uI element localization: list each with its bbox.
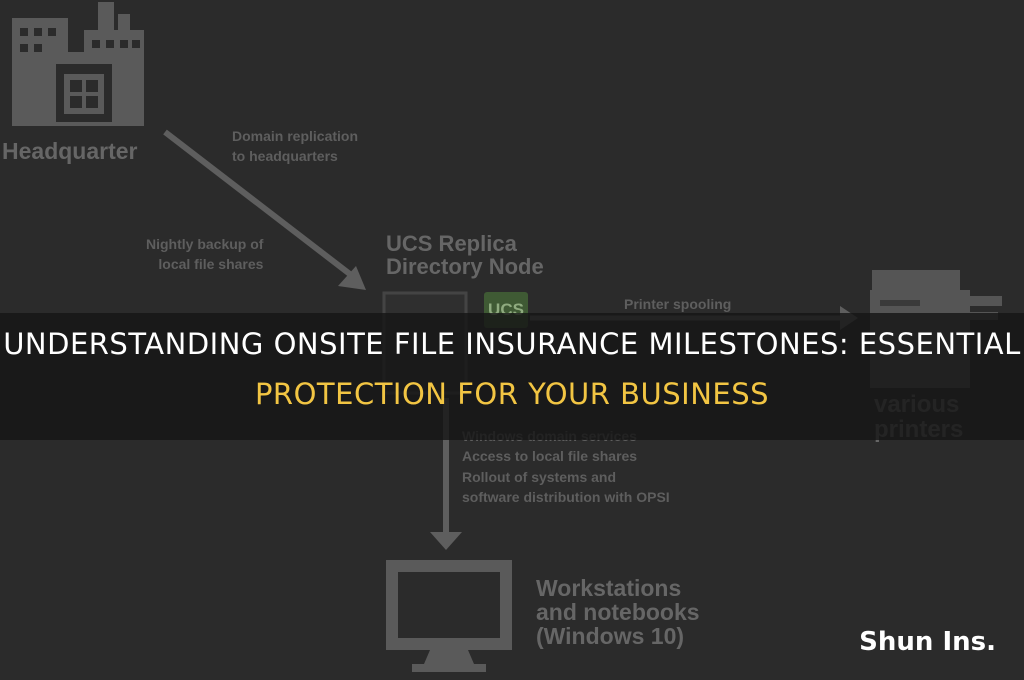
domain-replication-label: Domain replication to headquarters: [232, 128, 359, 165]
headline-line-2: PROTECTION FOR YOUR BUSINESS: [254, 377, 770, 411]
replication-arrow: [163, 129, 366, 290]
headline-banner: [0, 313, 1024, 440]
headline-line-1: UNDERSTANDING ONSITE FILE INSURANCE MILE…: [3, 327, 1021, 361]
workstations-label: Workstations and notebooks (Windows 10): [536, 575, 700, 650]
printer-spooling-label: Printer spooling: [624, 296, 732, 312]
headline: UNDERSTANDING ONSITE FILE INSURANCE MILE…: [0, 319, 1024, 419]
ucs-replica-label: UCS Replica Directory Node: [386, 231, 544, 280]
monitor-icon: [386, 560, 512, 672]
headquarter-label: Headquarter: [2, 138, 138, 164]
nightly-backup-label: Nightly backup of local file shares: [146, 236, 264, 273]
headquarter-building-icon: [12, 2, 144, 126]
brand-watermark: Shun Ins.: [859, 627, 996, 657]
